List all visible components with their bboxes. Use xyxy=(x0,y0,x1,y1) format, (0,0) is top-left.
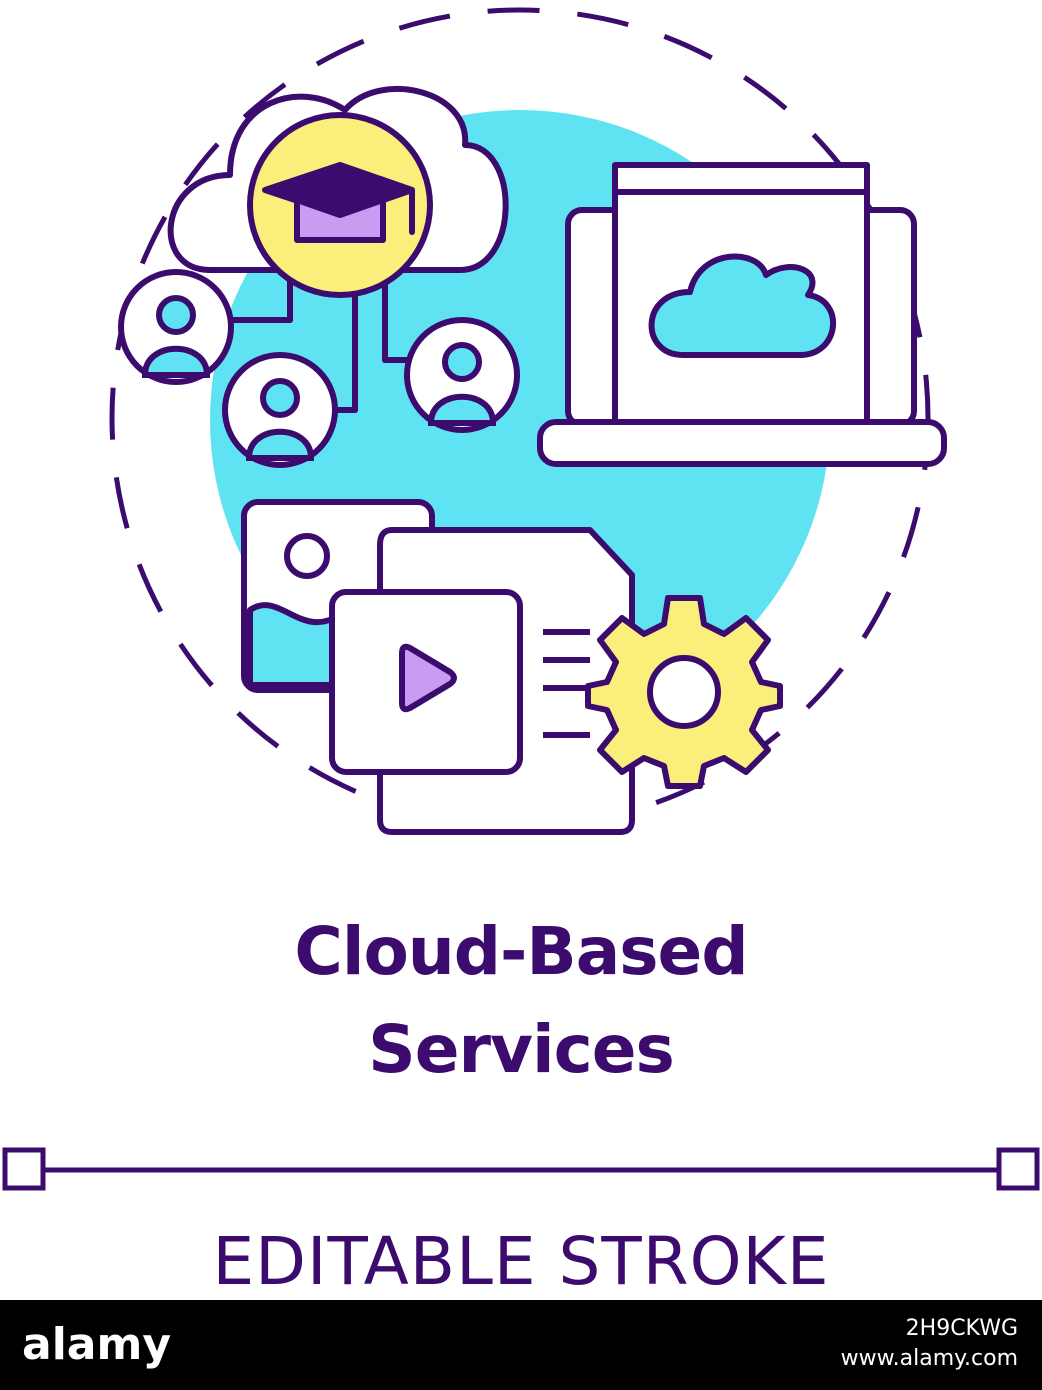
image-id: 2H9CKWG xyxy=(905,1316,1018,1341)
concept-title-line-2: Services xyxy=(368,1011,675,1088)
site-url: www.alamy.com xyxy=(840,1346,1018,1371)
laptop-icon xyxy=(537,162,947,467)
user-avatar-icon xyxy=(404,317,520,433)
brand-logo: alamy xyxy=(22,1319,171,1370)
user-avatar-icon xyxy=(118,269,234,385)
cloud-services-illustration xyxy=(109,7,947,835)
play-icon xyxy=(399,643,457,713)
education-cloud-icon xyxy=(167,86,509,413)
editable-stroke-caption: EDITABLE STROKE xyxy=(212,1223,830,1300)
editable-stroke-bar xyxy=(2,1147,1040,1191)
user-avatar-icon xyxy=(222,352,338,468)
concept-title-line-1: Cloud-Based xyxy=(294,913,748,990)
video-file-icon xyxy=(329,589,523,775)
gear-icon xyxy=(585,595,783,789)
watermark-footer: alamy 2H9CKWG www.alamy.com xyxy=(0,1300,1042,1390)
cloud-icon xyxy=(648,253,836,358)
stroke-handle-left xyxy=(2,1147,46,1191)
footer-info: 2H9CKWG www.alamy.com xyxy=(841,1314,1018,1374)
stroke-handle-right xyxy=(996,1147,1040,1191)
